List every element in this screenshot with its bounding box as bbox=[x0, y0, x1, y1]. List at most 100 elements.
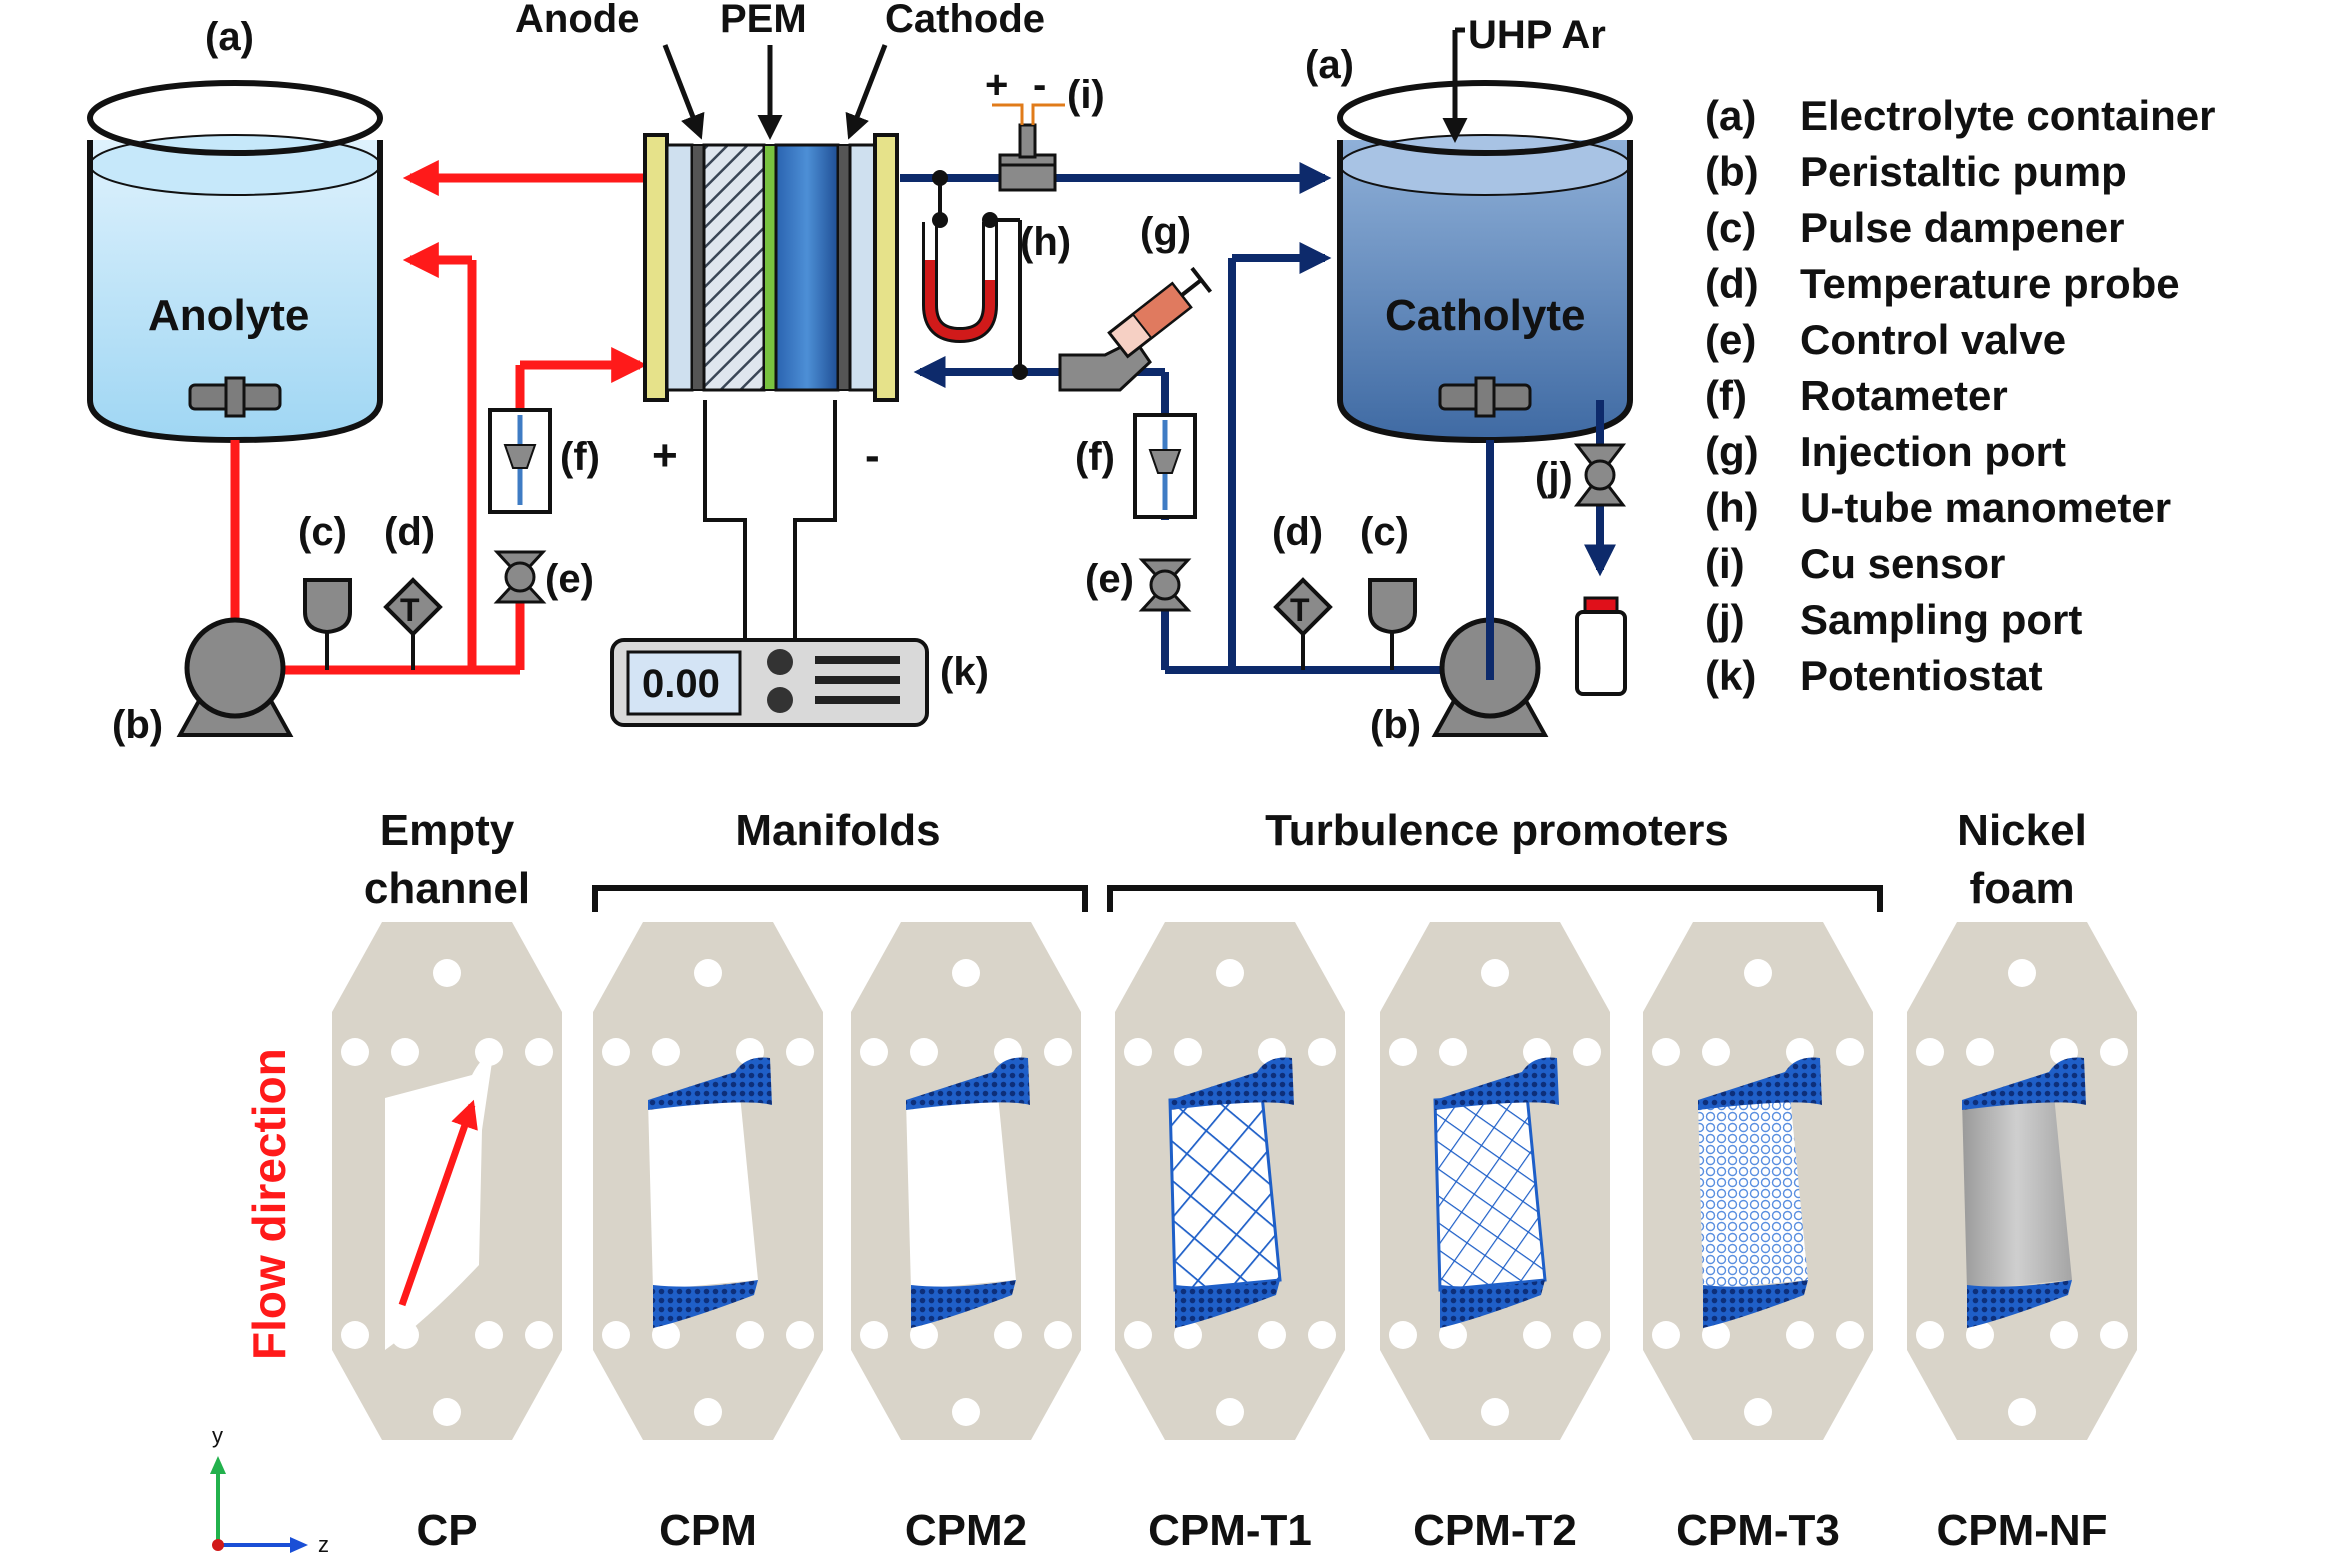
label-d-right: (d) bbox=[1272, 510, 1323, 554]
minus-terminal: - bbox=[865, 431, 880, 480]
plate-hole bbox=[694, 959, 722, 987]
group-empty-line1: Empty bbox=[380, 806, 515, 855]
label-e-right: (e) bbox=[1085, 557, 1134, 601]
plate-hole bbox=[910, 1321, 938, 1349]
legend-key: (f) bbox=[1705, 372, 1747, 419]
legend-label: U-tube manometer bbox=[1800, 484, 2171, 531]
plate-hole bbox=[2008, 959, 2036, 987]
plate-hole bbox=[736, 1321, 764, 1349]
u-tube-manometer bbox=[922, 170, 1028, 380]
label-b-right: (b) bbox=[1370, 703, 1421, 747]
plate-hole bbox=[602, 1321, 630, 1349]
legend-item: (b)Peristaltic pump bbox=[1705, 148, 2127, 195]
plate-hole bbox=[1389, 1038, 1417, 1066]
manifold-inlet bbox=[1698, 1057, 1822, 1110]
manifold-inlet bbox=[1170, 1057, 1294, 1110]
legend-key: (i) bbox=[1705, 540, 1745, 587]
t-symbol-left: T bbox=[400, 592, 420, 628]
dampener-catholyte bbox=[1368, 578, 1417, 670]
legend-item: (d) Temperature probe bbox=[1705, 260, 2180, 307]
plate-hole bbox=[860, 1038, 888, 1066]
channel-plate: CPM-T3 bbox=[1643, 922, 1873, 1555]
legend-label: Electrolyte container bbox=[1800, 92, 2215, 139]
sensor-minus: - bbox=[1033, 63, 1046, 107]
plate-hole bbox=[433, 959, 461, 987]
label-k: (k) bbox=[940, 650, 989, 694]
turbulence-bracket bbox=[1107, 885, 1883, 912]
plate-hole bbox=[341, 1321, 369, 1349]
cathode-pointer bbox=[845, 44, 888, 140]
plate-hole bbox=[910, 1038, 938, 1066]
channel-plate: CPM-T1 bbox=[1115, 922, 1345, 1555]
plate-hole bbox=[475, 1321, 503, 1349]
legend-label: Rotameter bbox=[1800, 372, 2008, 419]
plate-hole bbox=[1702, 1321, 1730, 1349]
valve-catholyte bbox=[1138, 558, 1192, 612]
legend-key: (g) bbox=[1705, 428, 1759, 475]
legend-item: (j) Sampling port bbox=[1705, 596, 2082, 643]
plate-hole bbox=[1216, 1398, 1244, 1426]
plate-hole bbox=[1786, 1321, 1814, 1349]
legend-label: Temperature probe bbox=[1800, 260, 2180, 307]
channel-plate: CPM2 bbox=[851, 922, 1081, 1555]
valve-anolyte bbox=[493, 550, 547, 604]
label-c-left: (c) bbox=[298, 510, 347, 554]
t-symbol-right: T bbox=[1290, 592, 1310, 628]
potentiostat-display: 0.00 bbox=[642, 662, 720, 706]
plate-hole bbox=[1439, 1321, 1467, 1349]
manifold-inlet bbox=[1435, 1057, 1559, 1110]
plate-hole bbox=[1258, 1321, 1286, 1349]
plate-hole bbox=[694, 1398, 722, 1426]
plate-hole bbox=[1044, 1321, 1072, 1349]
plate-hole bbox=[1216, 959, 1244, 987]
flow-arrow bbox=[398, 1099, 478, 1307]
anolyte-tank-letter: (a) bbox=[205, 15, 254, 59]
group-manifolds: Manifolds bbox=[735, 806, 940, 855]
catholyte-tank bbox=[1337, 80, 1633, 444]
plate-hole bbox=[1744, 1398, 1772, 1426]
legend-label: Cu sensor bbox=[1800, 540, 2005, 587]
legend-label: Peristaltic pump bbox=[1800, 148, 2127, 195]
legend-key: (h) bbox=[1705, 484, 1759, 531]
legend-key: (a) bbox=[1705, 92, 1756, 139]
label-f-left: (f) bbox=[560, 435, 600, 479]
manifold-inlet bbox=[648, 1057, 772, 1110]
legend-key: (j) bbox=[1705, 596, 1745, 643]
plate-hole bbox=[525, 1038, 553, 1066]
plate-hole bbox=[1916, 1321, 1944, 1349]
plate-hole bbox=[1124, 1321, 1152, 1349]
plate-id: CPM2 bbox=[905, 1506, 1027, 1555]
manifold-outlet bbox=[1440, 1280, 1545, 1328]
manifold-outlet bbox=[911, 1280, 1016, 1328]
plus-terminal: + bbox=[652, 431, 678, 480]
plate-hole bbox=[1744, 959, 1772, 987]
plate-hole bbox=[341, 1038, 369, 1066]
manifold-inlet bbox=[906, 1057, 1030, 1110]
cathode-label: Cathode bbox=[885, 0, 1045, 41]
anode-pointer bbox=[662, 44, 705, 140]
label-j: (j) bbox=[1535, 455, 1573, 499]
flow-cell bbox=[643, 133, 899, 402]
flow-direction-label: Flow direction bbox=[243, 1048, 295, 1360]
legend-label: Sampling port bbox=[1800, 596, 2082, 643]
plate-hole bbox=[786, 1321, 814, 1349]
legend-label: Control valve bbox=[1800, 316, 2066, 363]
plate-hole bbox=[1044, 1038, 1072, 1066]
plate-hole bbox=[1573, 1321, 1601, 1349]
plate-hole bbox=[1308, 1038, 1336, 1066]
plate-hole bbox=[1652, 1321, 1680, 1349]
plate-id: CP bbox=[416, 1506, 477, 1555]
legend-label: Potentiostat bbox=[1800, 652, 2043, 699]
plate-hole bbox=[860, 1321, 888, 1349]
plate-hole bbox=[1174, 1321, 1202, 1349]
plate-hole bbox=[952, 1398, 980, 1426]
plate-id: CPM bbox=[659, 1506, 757, 1555]
legend-key: (d) bbox=[1705, 260, 1759, 307]
plate-hole bbox=[1124, 1038, 1152, 1066]
legend-item: (a) Electrolyte container bbox=[1705, 92, 2215, 139]
legend-item: (g)Injection port bbox=[1705, 428, 2066, 475]
plate-hole bbox=[1916, 1038, 1944, 1066]
injection-port bbox=[1058, 266, 1213, 392]
plate-hole bbox=[1481, 959, 1509, 987]
